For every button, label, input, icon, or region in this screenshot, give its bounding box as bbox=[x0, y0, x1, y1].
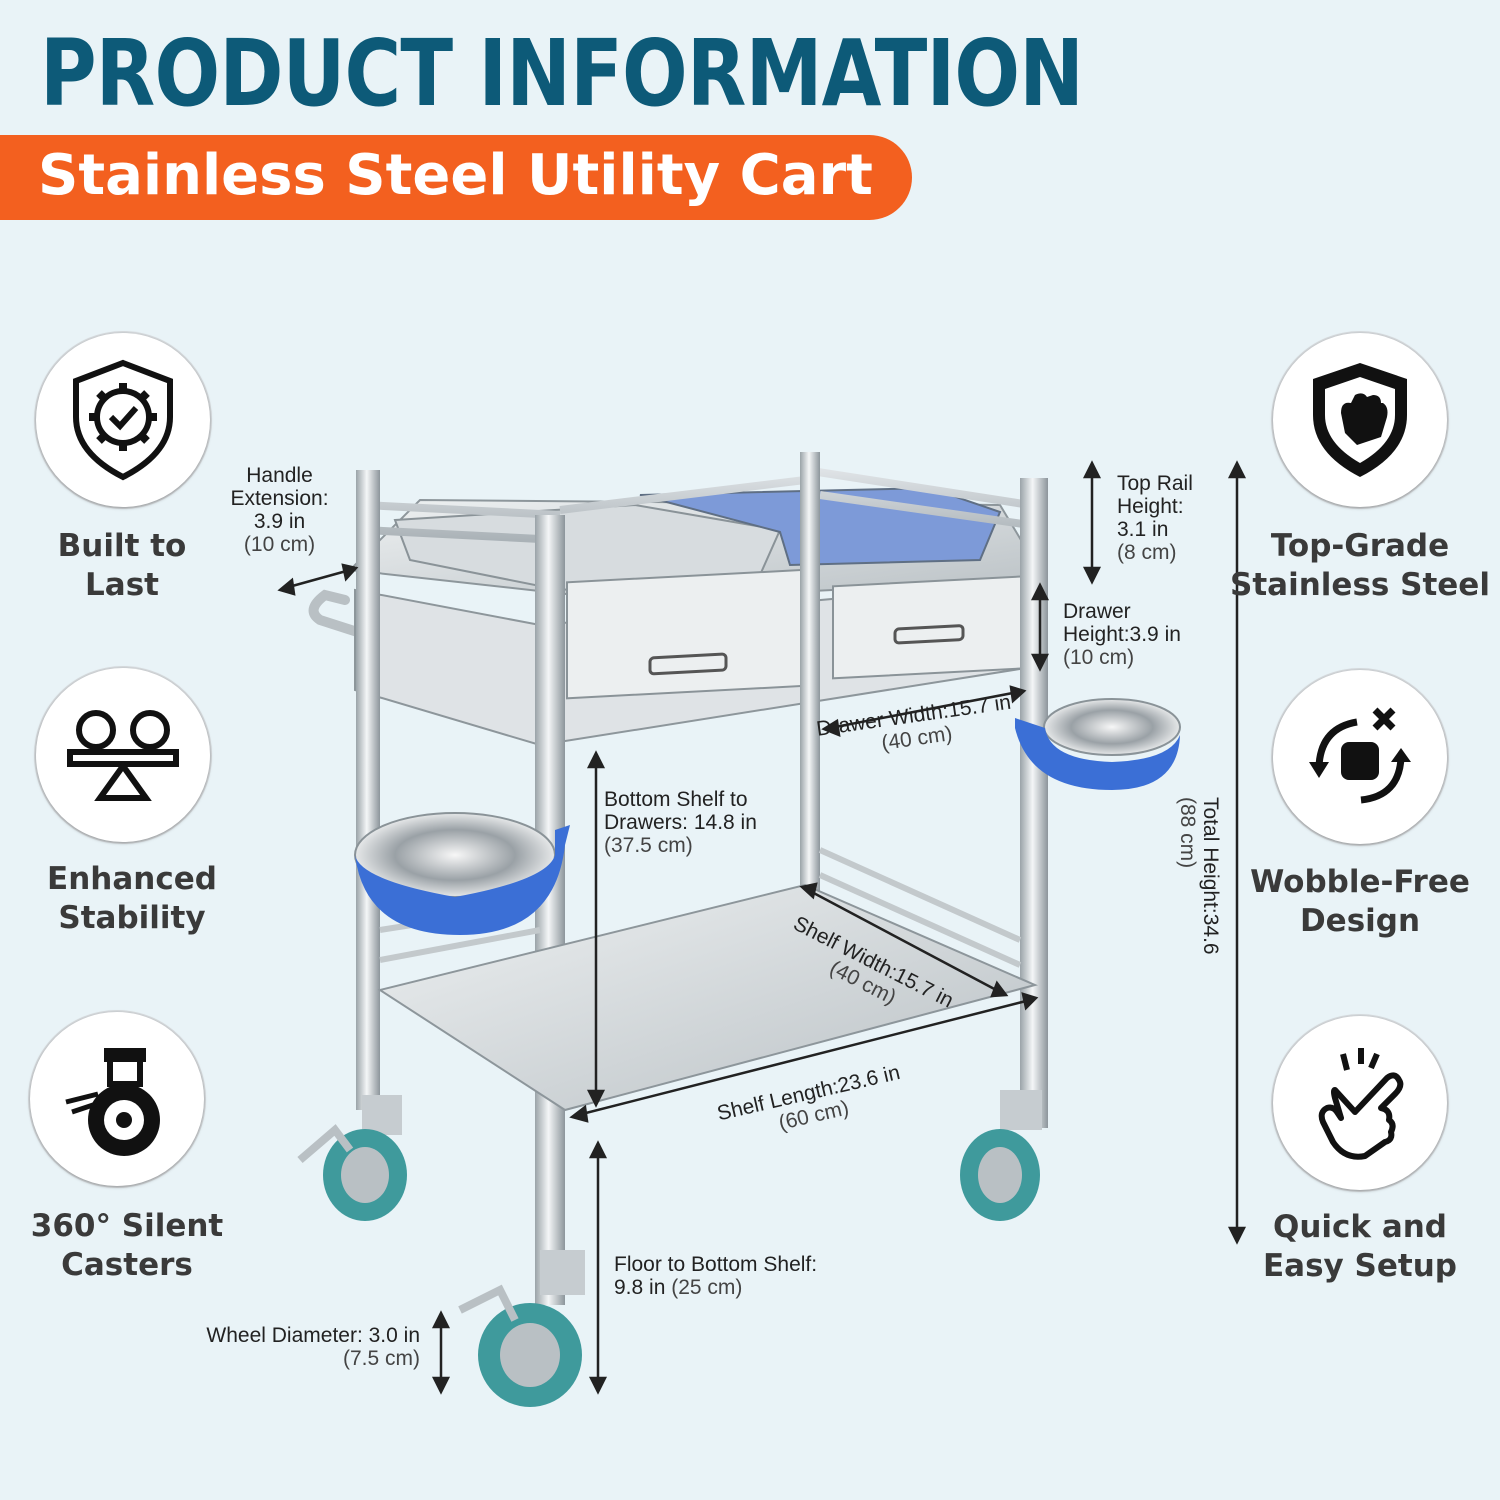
shield-fist-icon bbox=[1313, 363, 1407, 477]
badge-silent-casters bbox=[30, 1012, 204, 1186]
feature-line: Built to bbox=[57, 528, 187, 564]
drawer-left bbox=[566, 568, 810, 700]
dim-line: (88 cm) bbox=[1176, 797, 1199, 869]
dim-total-height: Total Height:34.6 (88 cm) bbox=[1176, 797, 1222, 955]
dim-line: Height:3.9 in bbox=[1063, 623, 1181, 646]
feature-line: Stability bbox=[58, 900, 206, 936]
dim-line: Floor to Bottom Shelf: bbox=[614, 1253, 818, 1276]
finger-snap-icon bbox=[1318, 1048, 1404, 1160]
caster-front-right bbox=[960, 1090, 1042, 1221]
feature-line: Design bbox=[1299, 903, 1421, 939]
dim-line: Drawers: 14.8 in bbox=[604, 811, 757, 834]
dim-line: (8 cm) bbox=[1117, 541, 1177, 564]
shield-gear-check-icon bbox=[73, 359, 173, 481]
post-front-right bbox=[1020, 478, 1048, 1128]
dim-line: Top Rail bbox=[1117, 472, 1193, 495]
badge-wobble-free bbox=[1273, 670, 1447, 844]
badge-top-grade-steel bbox=[1273, 333, 1447, 507]
dim-floor-to-shelf: Floor to Bottom Shelf: 9.8 in (25 cm) bbox=[614, 1253, 817, 1299]
rotate-cross-icon bbox=[1309, 707, 1411, 804]
dim-line: 3.1 in bbox=[1117, 518, 1169, 541]
dim-line: (7.5 cm) bbox=[342, 1347, 420, 1370]
feature-wobble-free: Wobble-Free Design bbox=[1230, 863, 1490, 941]
product-name: Stainless Steel Utility Cart bbox=[38, 143, 873, 208]
feature-silent-casters: 360° Silent Casters bbox=[0, 1207, 257, 1285]
feature-line: Enhanced bbox=[47, 861, 217, 897]
dim-top-rail-height: Top Rail Height: 3.1 in (8 cm) bbox=[1117, 472, 1193, 564]
caster-front-left bbox=[458, 1250, 585, 1407]
bowl-right bbox=[1043, 698, 1181, 756]
page-title: PRODUCT INFORMATION bbox=[40, 20, 1084, 127]
feature-line: Easy Setup bbox=[1263, 1248, 1457, 1284]
badge-built-to-last bbox=[36, 333, 210, 507]
balance-seesaw-icon bbox=[67, 710, 179, 801]
dim-bottom-to-drawers: Bottom Shelf to Drawers: 14.8 in (37.5 c… bbox=[604, 788, 757, 857]
feature-line: Stainless Steel bbox=[1230, 567, 1490, 603]
feature-top-grade-steel: Top-Grade Stainless Steel bbox=[1230, 527, 1490, 605]
badge-easy-setup bbox=[1273, 1016, 1447, 1190]
bottom-shelf bbox=[377, 883, 1039, 1112]
dim-line: Total Height:34.6 bbox=[1199, 797, 1222, 955]
subtitle-banner: Stainless Steel Utility Cart bbox=[0, 135, 912, 220]
dim-wheel-diameter: Wheel Diameter: 3.0 in (7.5 cm) bbox=[186, 1324, 420, 1370]
dim-line: (25 cm) bbox=[671, 1276, 743, 1299]
feature-line: Top-Grade bbox=[1270, 528, 1450, 564]
dim-line: Drawer bbox=[1063, 600, 1131, 623]
post-back-left bbox=[356, 470, 380, 1110]
dim-line: Extension: bbox=[230, 487, 329, 510]
dim-line: 3.9 in bbox=[253, 510, 306, 533]
feature-line: Wobble-Free bbox=[1250, 864, 1470, 900]
dimension-arrows bbox=[277, 460, 1247, 1395]
feature-line: Last bbox=[85, 567, 159, 603]
dim-line: (10 cm) bbox=[243, 533, 316, 556]
dim-line: (37.5 cm) bbox=[604, 834, 693, 857]
feature-built-to-last: Built to Last bbox=[0, 527, 252, 605]
post-back-right bbox=[800, 452, 820, 1000]
feature-line: Quick and bbox=[1272, 1209, 1447, 1245]
feature-easy-setup: Quick and Easy Setup bbox=[1230, 1208, 1490, 1286]
dim-handle-extension: Handle Extension: 3.9 in (10 cm) bbox=[222, 464, 337, 556]
dim-drawer-height: Drawer Height:3.9 in (10 cm) bbox=[1063, 600, 1181, 669]
dim-line: 9.8 in bbox=[614, 1276, 666, 1299]
feature-enhanced-stability: Enhanced Stability bbox=[2, 860, 262, 938]
dim-line: Height: bbox=[1117, 495, 1184, 518]
dim-line: (10 cm) bbox=[1063, 646, 1135, 669]
feature-line: 360° Silent bbox=[30, 1208, 224, 1244]
dim-line: Wheel Diameter: 3.0 in bbox=[206, 1324, 420, 1347]
caster-back-left bbox=[297, 1095, 407, 1221]
dim-line: Bottom Shelf to bbox=[604, 788, 748, 811]
post-front-left bbox=[535, 515, 565, 1305]
caster-wheel-icon bbox=[65, 1048, 160, 1156]
dim-line: Handle bbox=[246, 464, 313, 487]
feature-line: Casters bbox=[61, 1247, 193, 1283]
badge-enhanced-stability bbox=[36, 668, 210, 842]
